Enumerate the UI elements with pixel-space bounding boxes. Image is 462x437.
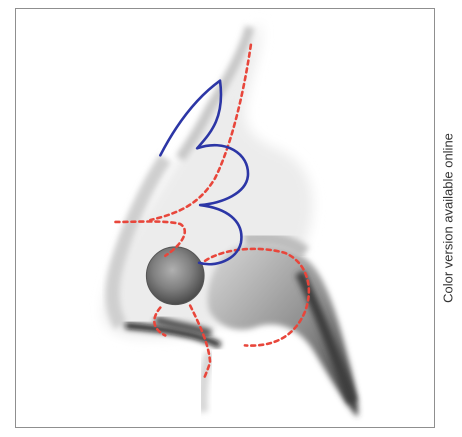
caption-text: Color version available online	[441, 133, 456, 303]
figure-frame	[15, 8, 435, 428]
tissue-shading	[103, 21, 358, 417]
central-circle	[146, 247, 204, 305]
anatomy-figure	[16, 9, 434, 427]
